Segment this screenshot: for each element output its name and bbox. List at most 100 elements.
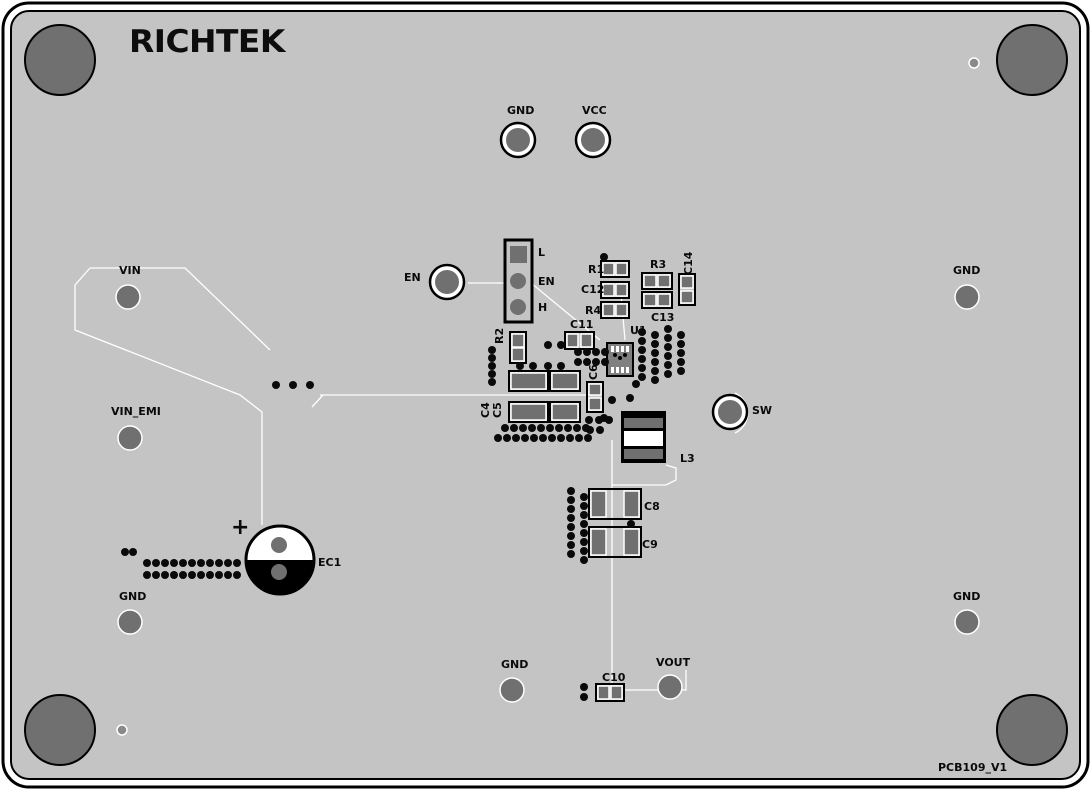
via [596, 426, 604, 434]
via [161, 571, 169, 579]
label-jumper-en: EN [538, 275, 555, 288]
via [580, 529, 588, 537]
label-c8: C8 [644, 500, 660, 513]
via [638, 346, 646, 354]
via [567, 496, 575, 504]
via [580, 683, 588, 691]
via [530, 434, 538, 442]
label-r1: R1 [588, 263, 605, 276]
via [580, 511, 588, 519]
label-gnd-left: GND [119, 590, 147, 603]
via [583, 358, 591, 366]
via [188, 559, 196, 567]
via [626, 394, 634, 402]
via [519, 424, 527, 432]
via [638, 355, 646, 363]
via [224, 571, 232, 579]
via [664, 370, 672, 378]
via [488, 354, 496, 362]
via [608, 396, 616, 404]
via [664, 334, 672, 342]
label-jumper-l: L [538, 246, 546, 259]
via [677, 331, 685, 339]
via [580, 693, 588, 701]
via [664, 325, 672, 333]
via [557, 434, 565, 442]
jumper-header [503, 238, 534, 324]
via [567, 487, 575, 495]
via [592, 348, 600, 356]
via [537, 424, 545, 432]
label-c9: C9 [642, 538, 658, 551]
via [179, 571, 187, 579]
label-c13: C13 [651, 311, 675, 324]
via-field [121, 253, 685, 701]
via [224, 559, 232, 567]
ec1-polarity-mark: + [231, 515, 250, 540]
via [129, 548, 137, 556]
label-c14: C14 [682, 251, 695, 275]
via [600, 253, 608, 261]
via [528, 424, 536, 432]
via [512, 434, 520, 442]
via [638, 328, 646, 336]
via [580, 556, 588, 564]
via [600, 414, 608, 422]
via [197, 571, 205, 579]
via [638, 337, 646, 345]
via [651, 349, 659, 357]
electrolytic-cap-ec1 [244, 524, 316, 596]
via [586, 426, 594, 434]
via [677, 367, 685, 375]
via [601, 358, 609, 366]
via [272, 381, 280, 389]
via [215, 559, 223, 567]
via [206, 571, 214, 579]
via [529, 362, 537, 370]
via [488, 378, 496, 386]
component-outlines [508, 260, 696, 702]
via [580, 502, 588, 510]
via [584, 434, 592, 442]
via [664, 352, 672, 360]
via [544, 362, 552, 370]
label-vin: VIN [119, 264, 141, 277]
via [585, 416, 593, 424]
via [632, 380, 640, 388]
via [179, 559, 187, 567]
smd-pads [510, 262, 694, 700]
via [161, 559, 169, 567]
via [197, 559, 205, 567]
via [567, 550, 575, 558]
via [488, 346, 496, 354]
label-r4: R4 [585, 304, 602, 317]
via [677, 358, 685, 366]
via [567, 541, 575, 549]
via [601, 348, 609, 356]
via [567, 505, 575, 513]
via [521, 434, 529, 442]
via [143, 559, 151, 567]
via [651, 340, 659, 348]
via [677, 340, 685, 348]
via [583, 348, 591, 356]
via [575, 434, 583, 442]
via [592, 358, 600, 366]
via [206, 559, 214, 567]
label-r2: R2 [493, 327, 506, 344]
via [557, 362, 565, 370]
label-c12: C12 [581, 283, 605, 296]
label-vcc: VCC [582, 104, 607, 117]
via [566, 434, 574, 442]
label-c4: C4 [479, 402, 492, 418]
via [580, 547, 588, 555]
via [651, 331, 659, 339]
fiducial [116, 724, 128, 736]
via [539, 434, 547, 442]
label-ec1: EC1 [318, 556, 342, 569]
label-gnd-right-bottom: GND [953, 590, 981, 603]
label-en-testpoint: EN [404, 271, 421, 284]
via [233, 571, 241, 579]
fiducial [968, 57, 980, 69]
ic-u1 [606, 342, 634, 377]
